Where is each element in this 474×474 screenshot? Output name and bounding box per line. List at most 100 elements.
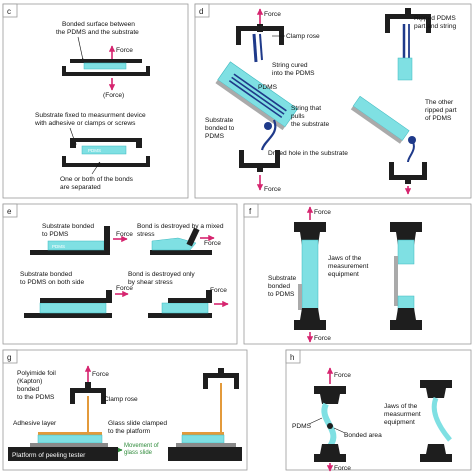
pdms-text-c: PDMS <box>88 148 101 153</box>
e-pdms-mixed <box>151 237 197 251</box>
h-jaws-label-3: equipment <box>384 419 415 426</box>
force-bottom-label-d: Force <box>264 186 281 193</box>
other-ripped-label-2: ripped part <box>425 107 457 114</box>
clamp-rose-label: Clamp rose <box>286 33 320 40</box>
panel-f-tag: f <box>249 207 252 216</box>
e-sub1-label-2: to PDMS <box>42 231 69 238</box>
panel-d-tag: d <box>199 7 203 16</box>
string-pulls-label-2: pulls <box>291 113 305 120</box>
panel-c-tag: c <box>7 7 11 16</box>
g-clamp-rose-label: Clamp rose <box>104 396 138 403</box>
mixed-label-2: stress <box>137 231 155 238</box>
panel-c: c Bonded surface between the PDMS and th… <box>2 3 189 199</box>
force-down-label: (Force) <box>103 92 124 99</box>
g-glass-slide-left <box>30 443 108 447</box>
string-left <box>252 33 258 63</box>
panel-h: h Force Force PDMS Bonded area Jaws of t… <box>285 349 472 472</box>
ripped-label-2: part and string <box>414 23 456 30</box>
f-force-top: Force <box>314 209 331 216</box>
h-bonded-label: Bonded area <box>344 432 382 439</box>
g-clamp-rose-left <box>70 388 106 404</box>
f-jaws-label-3: equipment <box>328 271 359 278</box>
substrate-fixed-label-1: Substrate fixed to measurment device <box>35 112 146 119</box>
f-jaws-label-2: measurement <box>328 263 368 270</box>
shear-label-1: Bond is destroyed only <box>128 271 195 278</box>
g-force-label: Force <box>92 371 109 378</box>
f-pdms-left <box>301 239 319 319</box>
g-move-label-2: glass slide <box>124 450 153 456</box>
h-jaws-label-1: Jaws of the <box>384 403 418 410</box>
string-cured-label-1: String cured <box>272 62 308 69</box>
g-platform <box>8 447 118 461</box>
h-jaws-label-2: measurment <box>384 411 421 418</box>
upper-substrate <box>70 59 142 63</box>
substrate-label-1: Substrate <box>205 117 234 124</box>
substrate-label-2: bonded to <box>205 125 235 132</box>
shear-label-2: by shear stress <box>128 279 173 286</box>
g-foil-label-2: (Kapton) <box>17 378 42 385</box>
f-jaw-bottom-left <box>294 308 326 330</box>
f-substrate-left <box>298 284 302 310</box>
g-glass-label-1: Glass slide clamped <box>108 420 167 427</box>
e-force-2: Force <box>204 240 221 247</box>
panel-e-border <box>2 203 238 345</box>
other-ripped-label-3: of PDMS <box>425 115 452 122</box>
base-clamp <box>62 156 150 167</box>
h-jaw-bottom-left <box>314 444 346 462</box>
top-clamp-separated <box>70 138 142 148</box>
e-force-3: Force <box>116 285 133 292</box>
g-foil-label-1: Polyimide foil <box>17 370 56 377</box>
f-jaws-label-1: Jaws of the <box>328 255 362 262</box>
g-platform-label: Platform of peeling tester <box>12 452 86 459</box>
force-up-label: Force <box>116 47 133 54</box>
f-force-bottom: Force <box>314 335 331 342</box>
h-pdms-label: PDMS <box>292 423 312 430</box>
panel-e-tag: e <box>7 207 12 216</box>
panel-d: d Force Clamp rose String cured into the… <box>194 3 472 199</box>
g-pdms-left <box>37 434 103 444</box>
f-sub-label-3: to PDMS <box>268 291 295 298</box>
panel-e: e Substrate bonded to PDMS PDMS Force Bo… <box>2 203 238 345</box>
pdms-block-separated <box>81 145 127 155</box>
clamp-rose-bottom-right <box>389 162 427 180</box>
drilled-hole-label: Drilled hole in the substrate <box>268 150 348 157</box>
clamp-rose-bottom-left <box>239 150 280 168</box>
bonded-surface-label-1: Bonded surface between <box>62 21 135 28</box>
other-ripped-label-1: The other <box>425 99 454 106</box>
force-top-label-d: Force <box>264 11 281 18</box>
panel-f-border <box>243 203 472 345</box>
lower-substrate-clamp <box>62 66 150 76</box>
bonded-surface-label-2: the PDMS and the substrate <box>56 29 139 36</box>
substrate-fixed-label-2: with adhesive or clamps or screws <box>34 120 136 127</box>
panel-h-tag: h <box>290 353 294 362</box>
string-pulls-label-1: String that <box>291 105 321 112</box>
e-force-4: Force <box>210 287 227 294</box>
pdms-block <box>83 62 127 70</box>
clamp-rose-top-right <box>385 14 431 33</box>
f-sub-label-1: Substrate <box>268 275 297 282</box>
ripped-pdms-part <box>397 57 413 81</box>
pdms-label-d: PDMS <box>258 84 278 91</box>
f-jaw-top-left <box>294 222 326 245</box>
bonds-separated-label-1: One or both of the bonds <box>60 176 134 183</box>
panel-g: g Force Clamp rose Polyimide foil (Kapto… <box>2 349 248 471</box>
e-sub1-label-1: Substrate bonded <box>42 223 94 230</box>
drilled-hole-d <box>264 122 272 130</box>
h-force-top: Force <box>334 372 351 379</box>
g-glass-label-2: to the platform <box>108 428 151 435</box>
string-pulls-label-3: the substrate <box>291 121 329 128</box>
h-force-bottom: Force <box>334 465 351 472</box>
e-force-1: Force <box>116 231 133 238</box>
string-cured-label-2: into the PDMS <box>272 70 315 77</box>
clamp-rose-top-left <box>236 26 284 45</box>
g-foil-label-3: bonded <box>17 386 39 393</box>
h-bonded-area-dot <box>327 423 333 429</box>
e-base-left <box>24 313 112 318</box>
e-pdms-text: PDMS <box>52 244 65 249</box>
e-sub2-label-1: Substrate bonded <box>20 271 72 278</box>
h-jaw-top-left <box>314 386 346 404</box>
g-move-label-1: Movement of <box>124 443 159 449</box>
substrate-d <box>215 79 285 131</box>
g-adhesive-label: Adhesive layer <box>13 420 57 427</box>
